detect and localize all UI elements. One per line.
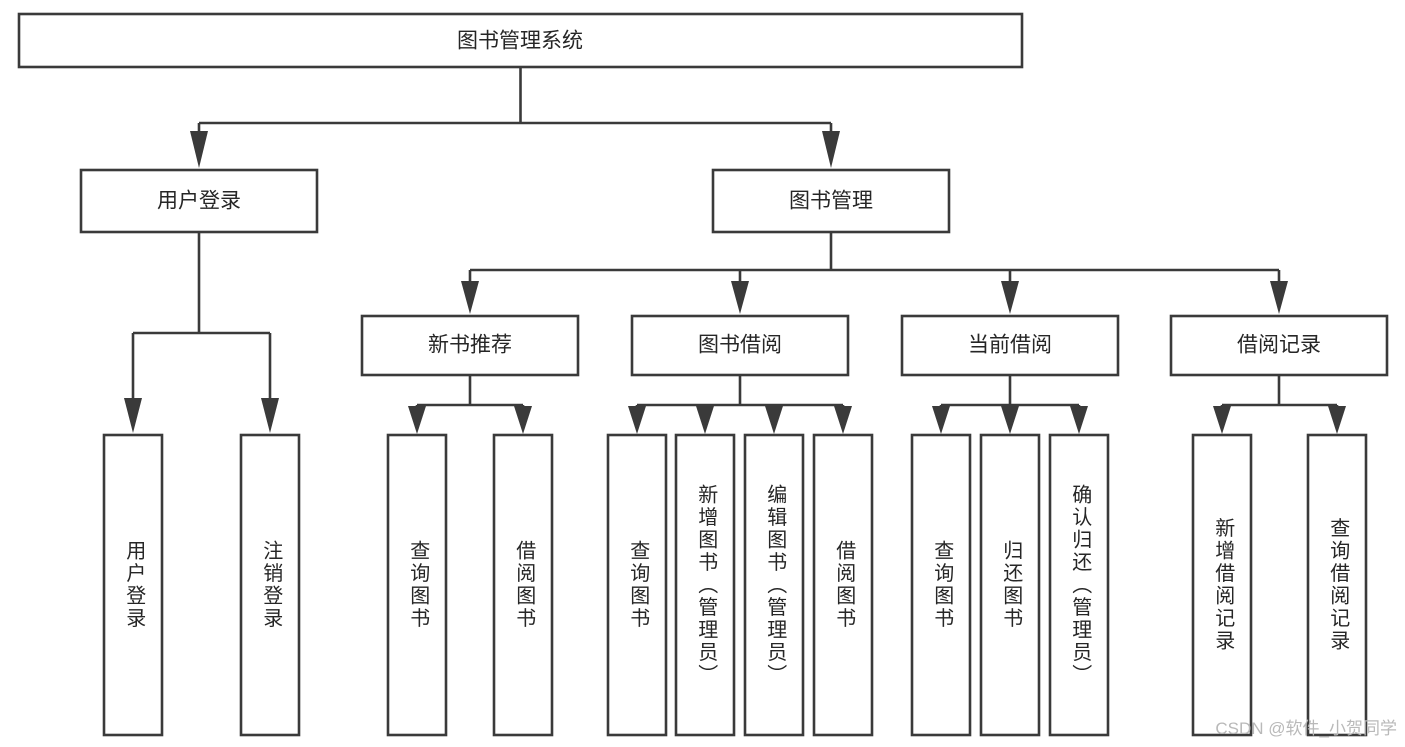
node-leaf-edit-book[interactable]: 编辑图书（管理员） <box>743 433 805 737</box>
node-leaf-return-book-box[interactable] <box>979 433 1041 737</box>
node-leaf-edit-book-box[interactable] <box>743 433 805 737</box>
node-leaf-user-login-box[interactable] <box>102 433 164 737</box>
arrow-book-manage-new-rec <box>461 281 479 314</box>
node-leaf-add-record[interactable]: 新增借阅记录 <box>1191 433 1253 737</box>
arrow-record-leaf-1 <box>1213 406 1231 434</box>
arrow-current-leaf-2 <box>1001 406 1019 434</box>
arrow-book-manage-borrow <box>731 281 749 314</box>
node-leaf-query-book-2-box[interactable] <box>606 433 668 737</box>
node-leaf-borrow-book-2[interactable]: 借阅图书 <box>812 433 874 737</box>
node-book-borrow[interactable]: 图书借阅 <box>630 314 850 377</box>
node-new-book-rec-box[interactable] <box>360 314 580 377</box>
arrow-current-leaf-1 <box>932 406 950 434</box>
node-leaf-add-book[interactable]: 新增图书（管理员） <box>674 433 736 737</box>
node-book-manage[interactable]: 图书管理 <box>711 168 951 234</box>
node-leaf-query-book-2-label: 查询图书 <box>627 540 650 630</box>
node-leaf-query-book-1-box[interactable] <box>386 433 448 737</box>
node-leaf-return-book-label: 归还图书 <box>1000 540 1023 630</box>
node-leaf-borrow-book-1[interactable]: 借阅图书 <box>492 433 554 737</box>
node-leaf-logout-label: 注销登录 <box>260 540 283 630</box>
node-borrow-record[interactable]: 借阅记录 <box>1169 314 1389 377</box>
arrow-root-to-book-manage <box>822 131 840 168</box>
node-book-manage-box[interactable] <box>711 168 951 234</box>
node-leaf-borrow-book-2-label: 借阅图书 <box>833 540 856 630</box>
node-leaf-add-record-box[interactable] <box>1191 433 1253 737</box>
node-root-box[interactable] <box>17 12 1024 69</box>
node-leaf-user-login-label: 用户登录 <box>123 540 146 630</box>
node-leaf-query-book-1-label: 查询图书 <box>407 540 430 630</box>
node-leaf-borrow-book-2-box[interactable] <box>812 433 874 737</box>
arrow-current-leaf-3 <box>1070 406 1088 434</box>
node-leaf-user-login[interactable]: 用户登录 <box>102 433 164 737</box>
node-leaf-borrow-book-1-box[interactable] <box>492 433 554 737</box>
node-leaf-confirm-return[interactable]: 确认归还（管理员） <box>1048 433 1110 737</box>
arrow-user-login-leaf-2 <box>261 398 279 433</box>
node-book-manage-label: 图书管理 <box>789 190 873 213</box>
node-leaf-query-record[interactable]: 查询借阅记录 <box>1306 433 1368 737</box>
arrow-user-login-leaf-1 <box>124 398 142 433</box>
node-root-label: 图书管理系统 <box>457 30 583 53</box>
node-leaf-logout[interactable]: 注销登录 <box>239 433 301 737</box>
node-leaf-borrow-book-1-label: 借阅图书 <box>513 540 536 630</box>
arrow-borrow-leaf-2 <box>696 406 714 434</box>
arrow-borrow-leaf-4 <box>834 406 852 434</box>
node-borrow-record-label: 借阅记录 <box>1237 334 1321 357</box>
node-book-borrow-label: 图书借阅 <box>698 334 782 357</box>
node-leaf-confirm-return-label: 确认归还（管理员） <box>1069 483 1092 686</box>
node-leaf-query-book-3[interactable]: 查询图书 <box>910 433 972 737</box>
node-current-borrow-box[interactable] <box>900 314 1120 377</box>
node-leaf-query-record-label: 查询借阅记录 <box>1327 517 1350 652</box>
node-leaf-query-book-2[interactable]: 查询图书 <box>606 433 668 737</box>
node-user-login-label: 用户登录 <box>157 190 241 213</box>
arrow-borrow-leaf-1 <box>628 406 646 434</box>
arrow-new-rec-leaf-1 <box>408 406 426 434</box>
arrow-new-rec-leaf-2 <box>514 406 532 434</box>
node-leaf-add-record-label: 新增借阅记录 <box>1212 517 1235 652</box>
node-leaf-query-record-box[interactable] <box>1306 433 1368 737</box>
node-leaf-query-book-3-label: 查询图书 <box>931 540 954 630</box>
arrow-borrow-leaf-3 <box>765 406 783 434</box>
arrow-record-leaf-2 <box>1328 406 1346 434</box>
node-leaf-logout-box[interactable] <box>239 433 301 737</box>
node-leaf-query-book-1[interactable]: 查询图书 <box>386 433 448 737</box>
node-user-login[interactable]: 用户登录 <box>79 168 319 234</box>
node-leaf-add-book-label: 新增图书（管理员） <box>695 483 718 686</box>
arrow-book-manage-current <box>1001 281 1019 314</box>
node-root[interactable]: 图书管理系统 <box>17 12 1024 69</box>
arrow-root-to-user-login <box>190 131 208 168</box>
node-current-borrow-label: 当前借阅 <box>968 334 1052 357</box>
node-current-borrow[interactable]: 当前借阅 <box>900 314 1120 377</box>
node-new-book-rec[interactable]: 新书推荐 <box>360 314 580 377</box>
node-new-book-rec-label: 新书推荐 <box>428 334 512 357</box>
node-book-borrow-box[interactable] <box>630 314 850 377</box>
node-leaf-query-book-3-box[interactable] <box>910 433 972 737</box>
node-leaf-return-book[interactable]: 归还图书 <box>979 433 1041 737</box>
arrow-book-manage-record <box>1270 281 1288 314</box>
node-leaf-confirm-return-box[interactable] <box>1048 433 1110 737</box>
node-borrow-record-box[interactable] <box>1169 314 1389 377</box>
node-leaf-edit-book-label: 编辑图书（管理员） <box>764 483 787 686</box>
node-user-login-box[interactable] <box>79 168 319 234</box>
node-leaf-add-book-box[interactable] <box>674 433 736 737</box>
connector-layer <box>124 67 1346 434</box>
